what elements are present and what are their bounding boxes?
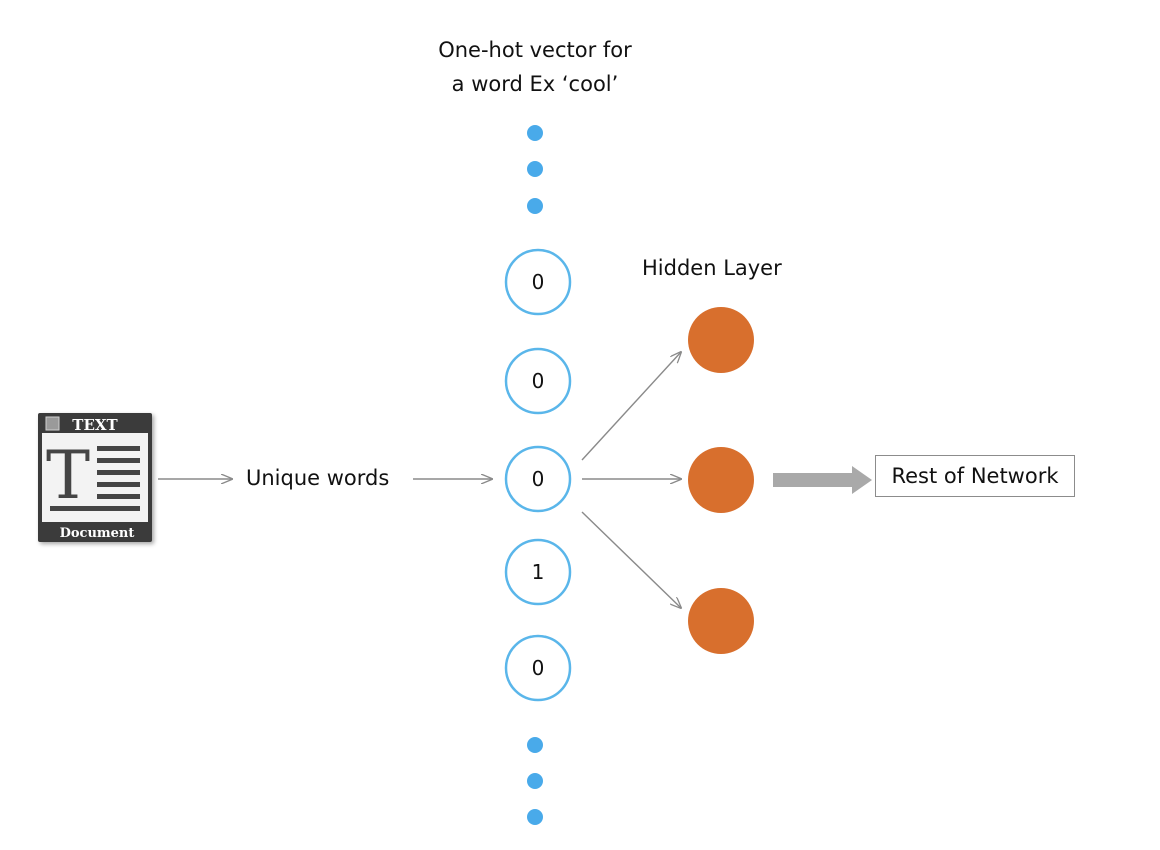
- input-node-value: 0: [531, 656, 545, 680]
- ellipsis-dot: [527, 198, 543, 214]
- ellipsis-dot: [527, 809, 543, 825]
- hidden-node: [688, 447, 754, 513]
- input-node-value: 1: [531, 560, 545, 584]
- ellipsis-top: [527, 125, 543, 214]
- input-node: [504, 347, 572, 415]
- input-node: [504, 634, 572, 702]
- doc-letter: T: [46, 437, 90, 514]
- doc-footer-text: Document: [60, 526, 135, 541]
- ellipsis-bottom: [527, 737, 543, 825]
- hidden-nodes: [688, 307, 754, 654]
- unique-words-label: Unique words: [246, 466, 390, 490]
- input-node: [504, 445, 572, 513]
- hidden-layer-label: Hidden Layer: [642, 256, 782, 280]
- doc-header-text: TEXT: [72, 416, 118, 434]
- input-node-value: 0: [531, 270, 545, 294]
- input-nodes: [504, 248, 572, 702]
- block-arrow-to-network: [773, 466, 872, 494]
- input-node: [504, 538, 572, 606]
- arrow-to-hidden-bottom: [581, 511, 681, 608]
- rest-of-network-box: Rest of Network: [875, 455, 1075, 497]
- text-document-icon: TEXT T Document: [38, 413, 152, 542]
- arrow-to-hidden-top: [581, 352, 681, 461]
- hidden-node: [688, 588, 754, 654]
- ellipsis-dot: [527, 161, 543, 177]
- vector-title-line2: a word Ex ‘cool’: [451, 72, 619, 96]
- ellipsis-dot: [527, 773, 543, 789]
- ellipsis-dot: [527, 737, 543, 753]
- vector-title-line1: One-hot vector for: [438, 38, 632, 62]
- input-node: [504, 248, 572, 316]
- input-node-value: 0: [531, 467, 545, 491]
- hidden-node: [688, 307, 754, 373]
- input-node-value: 0: [531, 369, 545, 393]
- doc-text-lines: [50, 446, 140, 511]
- ellipsis-dot: [527, 125, 543, 141]
